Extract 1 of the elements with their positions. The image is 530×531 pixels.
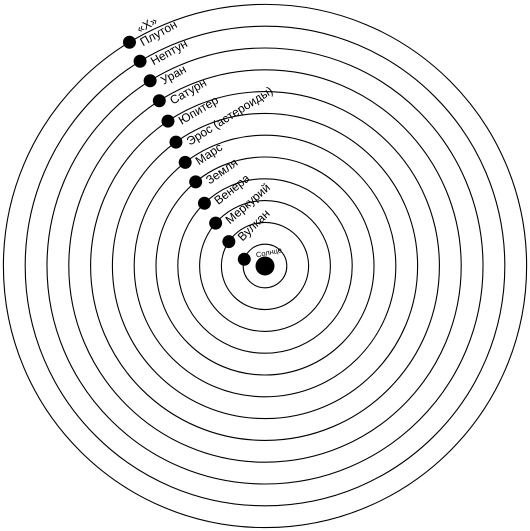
- planet-dot: [238, 252, 251, 266]
